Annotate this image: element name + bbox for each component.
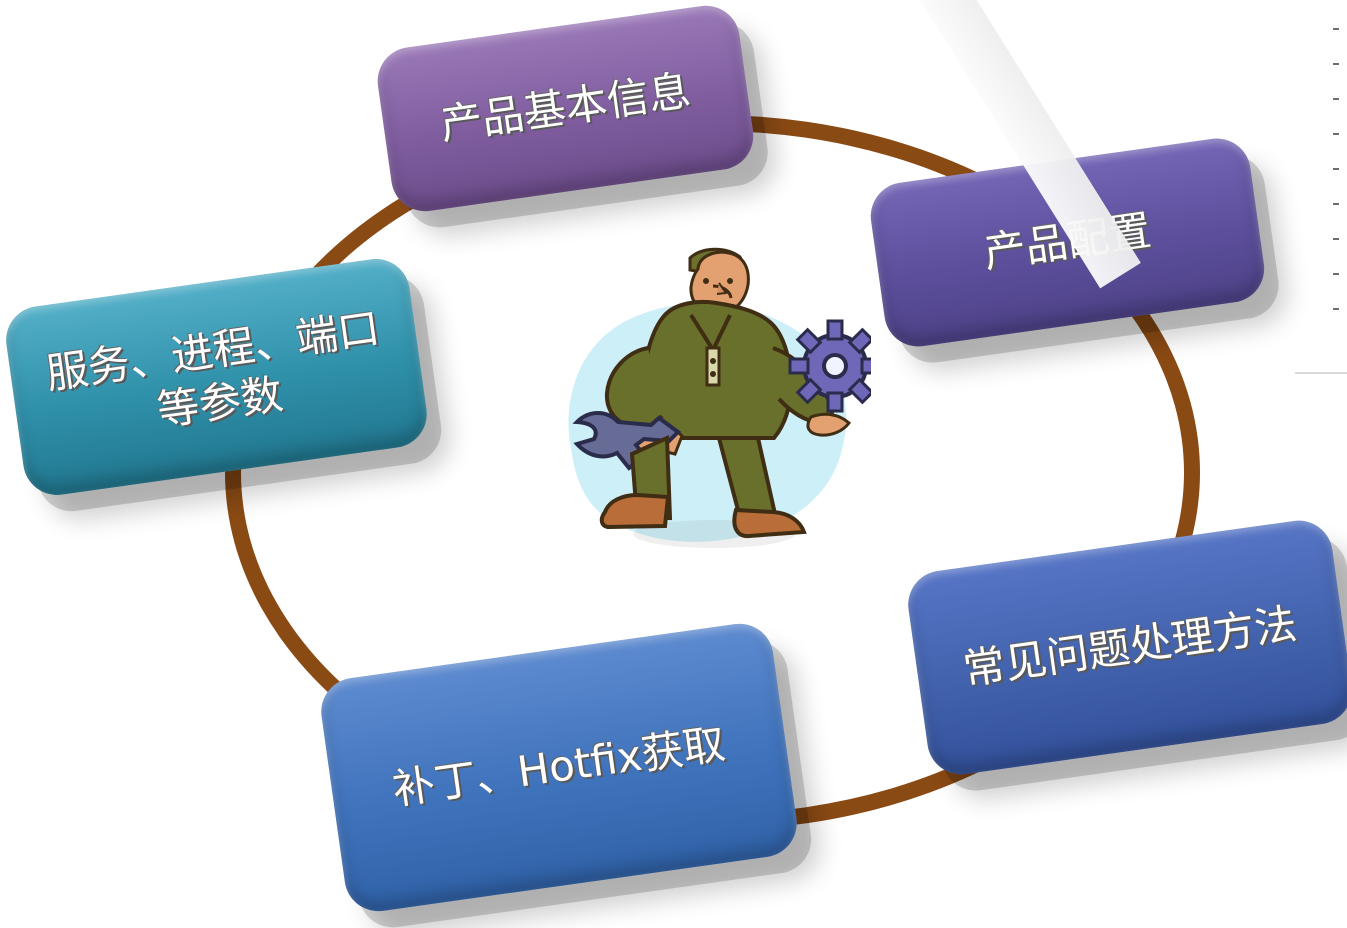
- node-service-params-label: 服务、进程、端口等参数: [42, 302, 383, 436]
- mechanic-with-wrench-and-gear-icon: [568, 247, 871, 548]
- side-separator-line: [1295, 372, 1347, 374]
- node-faq-methods-label: 常见问题处理方法: [960, 599, 1300, 695]
- node-product-info-label: 产品基本信息: [437, 65, 694, 150]
- vertical-dash-list-icon: [1333, 28, 1347, 338]
- node-patch-hotfix-label: 补丁、Hotfix获取: [389, 719, 729, 815]
